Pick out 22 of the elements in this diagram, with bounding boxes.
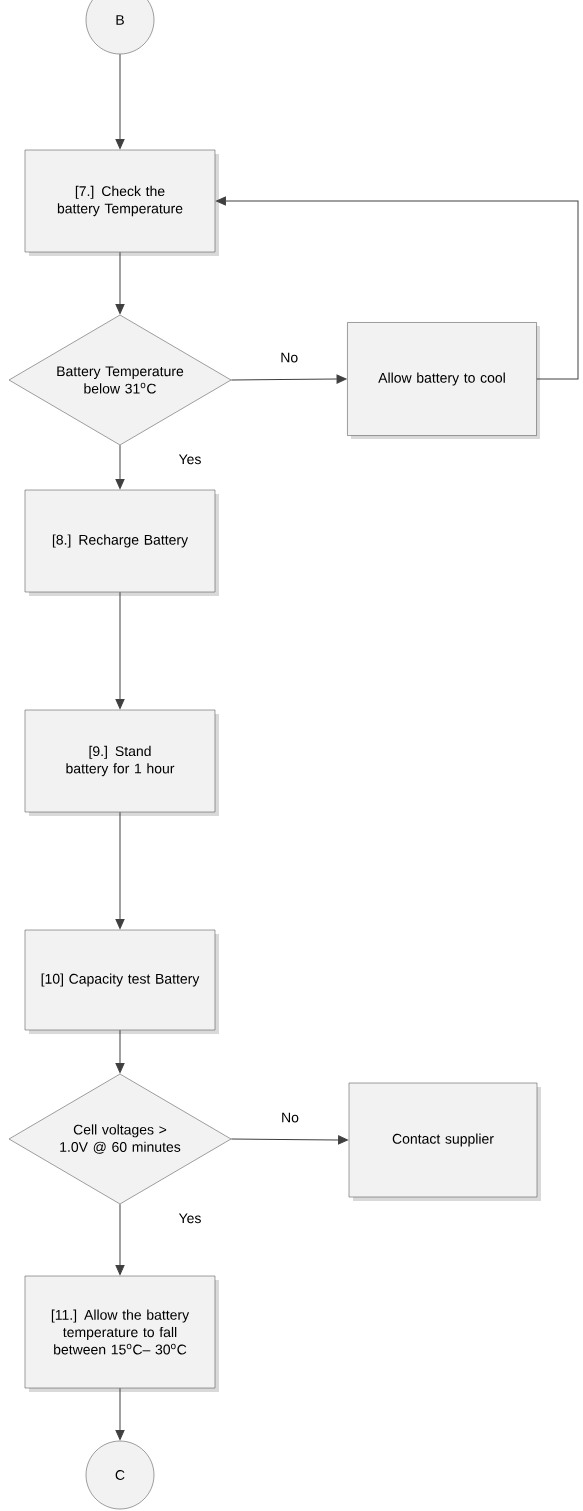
arrow [115, 1203, 125, 1275]
arrow [115, 1387, 125, 1440]
arrow [230, 1135, 348, 1145]
arrow [230, 374, 347, 384]
arrow [115, 591, 125, 709]
process-box: Allow battery to cool [347, 322, 540, 439]
arrow [216, 196, 579, 380]
process-box: [11.] Allow the battery temperature to fall between 15$^{o}$C– 30$^{o}$C [24, 1275, 219, 1392]
edge-label: Yes [178, 454, 201, 465]
edge-label: No [281, 352, 298, 363]
edge-label: No [282, 1112, 299, 1123]
process-box: [7.] Check the battery Temperature [24, 149, 219, 256]
arrow [115, 811, 125, 929]
process-box: Contact supplier [348, 1082, 541, 1201]
process-box: [10] Capacity test Battery [24, 929, 219, 1034]
arrow [115, 1029, 125, 1073]
arrow [115, 251, 125, 314]
arrow [115, 444, 125, 489]
arrow [115, 53, 125, 149]
edge-label: Yes [178, 1213, 201, 1224]
process-box: [8.] Recharge Battery [24, 489, 219, 596]
process-box: [9.] Stand battery for 1 hour [24, 709, 219, 816]
